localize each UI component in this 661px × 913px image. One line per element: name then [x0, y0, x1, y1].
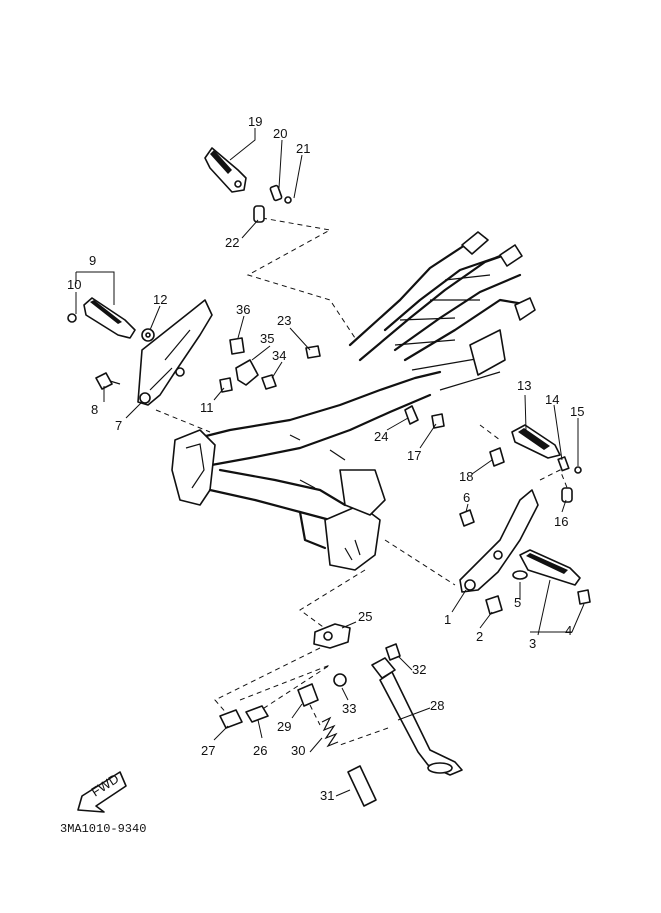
- pin-20: [269, 184, 283, 202]
- bracket-1: [459, 489, 539, 593]
- spring-22: [253, 205, 265, 223]
- spring-16: [561, 487, 573, 503]
- callouts: 19 20 21 22 9 10 12 36 23 35 34 8 11 7 1…: [67, 114, 584, 803]
- callout-24: 24: [374, 429, 388, 444]
- callout-17: 17: [407, 448, 421, 463]
- footrest-13: [511, 424, 561, 459]
- callout-5: 5: [514, 595, 521, 610]
- callout-8: 8: [91, 402, 98, 417]
- callout-19: 19: [248, 114, 262, 129]
- bracket-7: [137, 299, 213, 406]
- spring-18: [489, 447, 505, 467]
- clip-15: [574, 466, 582, 474]
- bolt-8: [95, 372, 121, 390]
- callout-22: 22: [225, 235, 239, 250]
- bolt-6: [459, 509, 475, 527]
- fwd-arrow-icon: FWD: [77, 771, 127, 813]
- bracket-25: [313, 623, 351, 649]
- bolt-36: [229, 337, 245, 355]
- callout-7: 7: [115, 418, 122, 433]
- callout-leaders: [75, 128, 585, 797]
- callout-36: 36: [236, 302, 250, 317]
- callout-33: 33: [342, 701, 356, 716]
- footrest-19: [204, 147, 247, 193]
- callout-13: 13: [517, 378, 531, 393]
- bolt-4: [577, 589, 591, 605]
- callout-35: 35: [260, 331, 274, 346]
- callout-16: 16: [554, 514, 568, 529]
- callout-11: 11: [200, 400, 214, 415]
- bolt-27: [219, 709, 243, 729]
- diagram-code: 3MA1010-9340: [60, 822, 146, 836]
- callout-2: 2: [476, 629, 483, 644]
- callout-29: 29: [277, 719, 291, 734]
- bolt-17: [431, 413, 445, 429]
- callout-20: 20: [273, 126, 287, 141]
- bolt-32: [385, 643, 401, 661]
- washer-5: [512, 570, 528, 580]
- spring-30: [321, 716, 339, 748]
- assembly-leaders: [155, 217, 571, 746]
- plate-29: [297, 683, 319, 707]
- callout-34: 34: [272, 348, 286, 363]
- callout-15: 15: [570, 404, 584, 419]
- nut-34: [261, 374, 277, 390]
- callout-3: 3: [529, 636, 536, 651]
- nut-33: [333, 673, 347, 687]
- callout-14: 14: [545, 392, 559, 407]
- bolt-2: [485, 595, 503, 615]
- callout-25: 25: [358, 609, 372, 624]
- callout-12: 12: [153, 292, 167, 307]
- washer-12: [141, 328, 155, 342]
- pin-14: [557, 456, 570, 472]
- callout-30: 30: [291, 743, 305, 758]
- callout-23: 23: [277, 313, 291, 328]
- callout-26: 26: [253, 743, 267, 758]
- footrest-9: [83, 297, 136, 339]
- callout-9: 9: [89, 253, 96, 268]
- callout-4: 4: [565, 623, 572, 638]
- cover-31: [347, 765, 377, 807]
- bolt-26: [245, 705, 269, 723]
- callout-10: 10: [67, 277, 81, 292]
- clip-21: [284, 196, 292, 204]
- callout-31: 31: [320, 788, 334, 803]
- callout-28: 28: [430, 698, 444, 713]
- bolt-10: [67, 313, 77, 323]
- callout-6: 6: [463, 490, 470, 505]
- main-frame: [171, 231, 536, 571]
- callout-18: 18: [459, 469, 473, 484]
- callout-21: 21: [296, 141, 310, 156]
- callout-1: 1: [444, 612, 451, 627]
- sidestand-28: [371, 657, 463, 776]
- spring-24: [404, 405, 419, 425]
- holder-35: [235, 359, 259, 386]
- callout-32: 32: [412, 662, 426, 677]
- footrest-3: [519, 549, 581, 586]
- callout-27: 27: [201, 743, 215, 758]
